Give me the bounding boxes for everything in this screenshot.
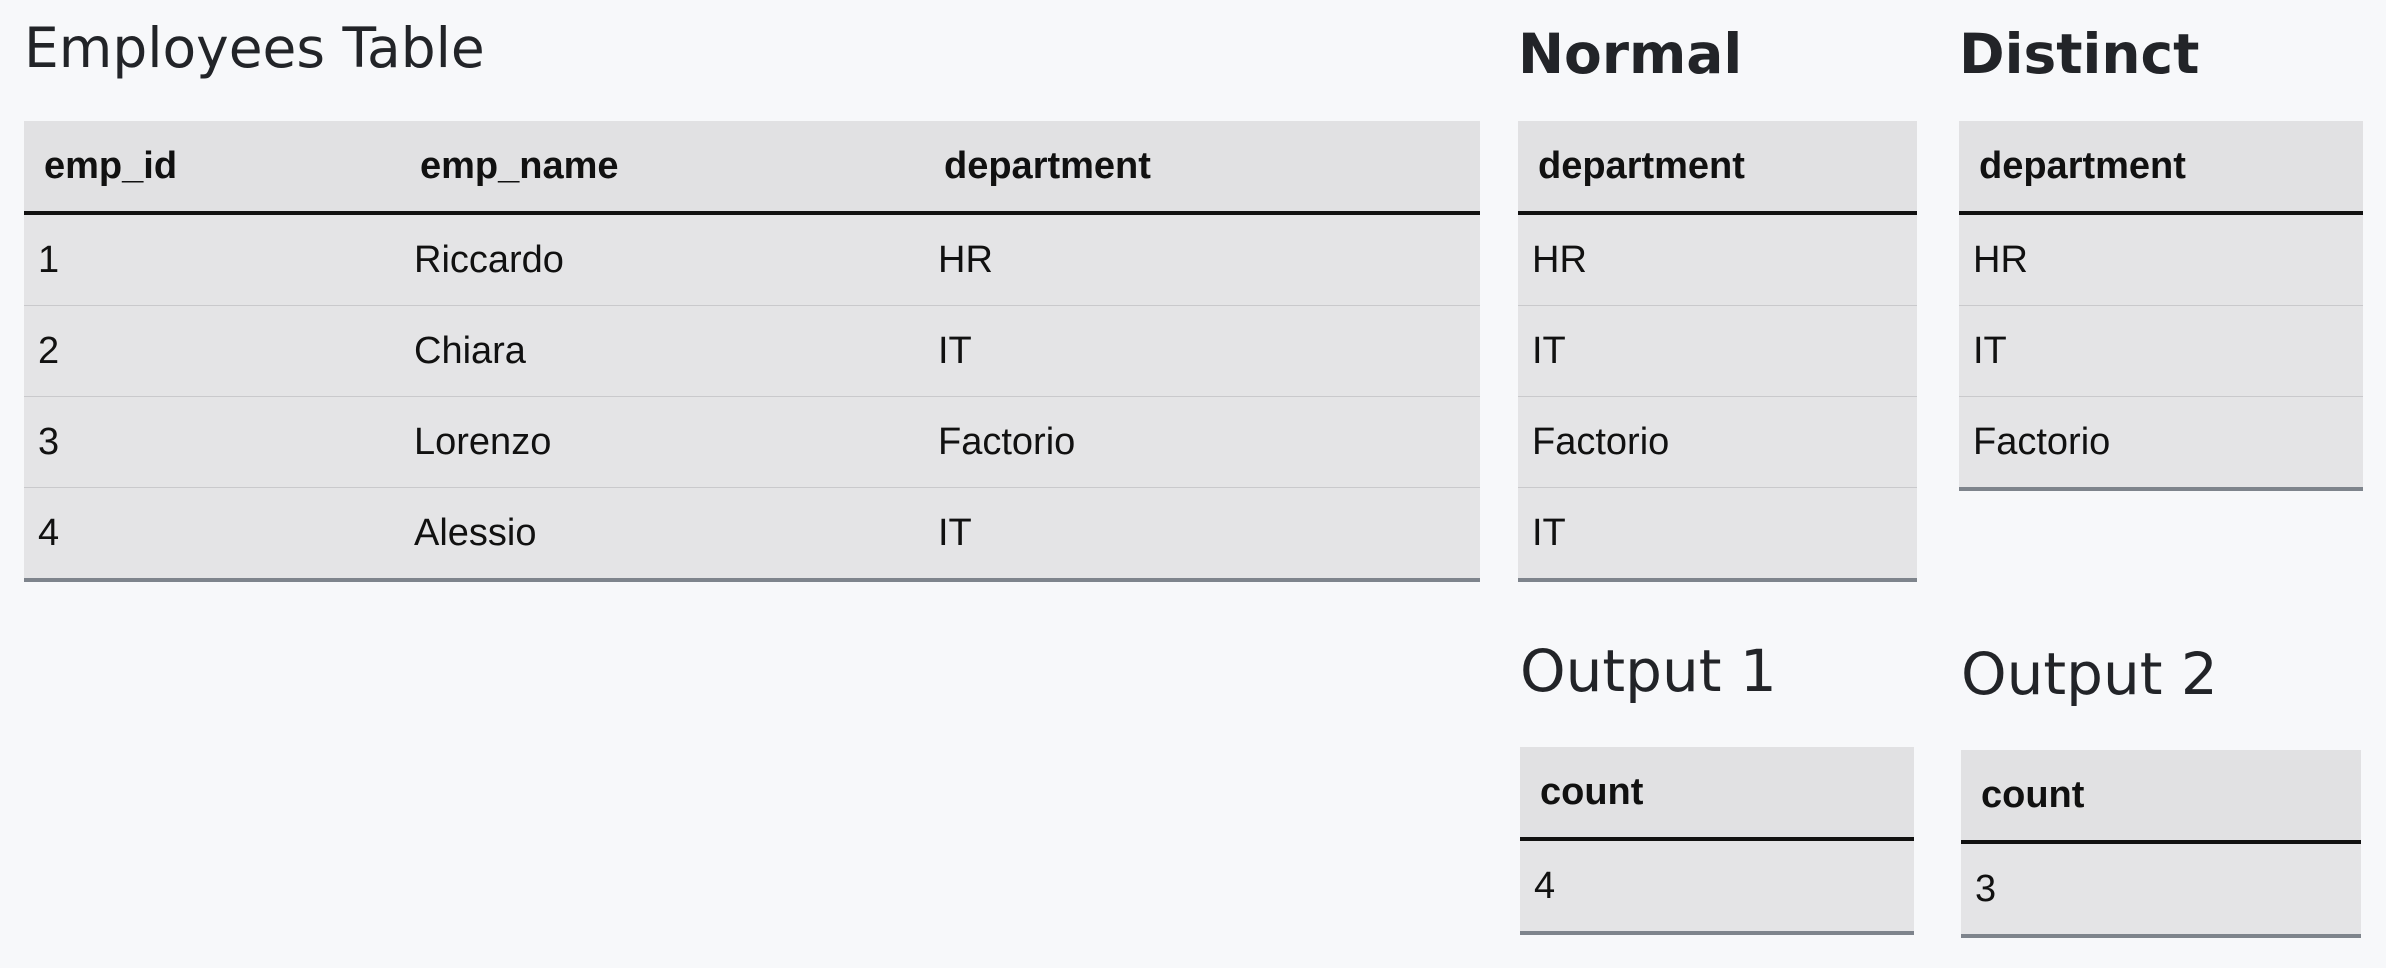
table-row: 3 Lorenzo Factorio — [24, 396, 1480, 488]
cell-count: 4 — [1534, 864, 1556, 907]
table-row: IT — [1518, 305, 1917, 397]
table-header-row: count — [1520, 747, 1914, 841]
cell-department: IT — [924, 305, 1480, 397]
table-row: 3 — [1961, 842, 2361, 936]
column-header-emp-name: emp_name — [400, 121, 924, 215]
column-header-department: department — [1959, 121, 2363, 215]
column-header-department: department — [1518, 121, 1917, 215]
column-header-department: department — [924, 121, 1480, 215]
cell-department: HR — [1973, 238, 2028, 281]
cell-department: HR — [1532, 238, 1587, 281]
table-header-row: department — [1959, 121, 2363, 215]
table-row: 1 Riccardo HR — [24, 213, 1480, 306]
table-header-row: department — [1518, 121, 1917, 215]
cell-department: IT — [1518, 305, 1917, 397]
cell-department: Factorio — [1959, 396, 2363, 489]
cell-department: Factorio — [924, 396, 1480, 488]
table-row: IT — [1518, 487, 1917, 580]
cell-emp-id: 3 — [24, 396, 400, 488]
table-header-row: emp_id emp_name department — [24, 121, 1480, 215]
cell-emp-name: Riccardo — [414, 238, 564, 281]
table-row: HR — [1518, 213, 1917, 306]
cell-emp-name: Lorenzo — [400, 396, 924, 488]
cell-department: IT — [924, 487, 1480, 580]
cell-department: HR — [938, 238, 993, 281]
cell-emp-id: 4 — [24, 487, 400, 580]
cell-emp-id: 2 — [24, 305, 400, 397]
table-row: Factorio — [1518, 396, 1917, 488]
cell-emp-id: 1 — [38, 238, 60, 281]
output-2-title: Output 2 — [1961, 640, 2218, 708]
table-row: 4 — [1520, 839, 1914, 933]
output-1-table: count 4 — [1520, 747, 1914, 935]
normal-table-title: Normal — [1518, 22, 1743, 86]
output-1-title: Output 1 — [1520, 637, 1777, 705]
normal-table: department HR IT Factorio IT — [1518, 121, 1917, 582]
column-header-count: count — [1520, 747, 1914, 841]
table-row: HR — [1959, 213, 2363, 306]
distinct-table: department HR IT Factorio — [1959, 121, 2363, 491]
table-row: 4 Alessio IT — [24, 487, 1480, 580]
distinct-table-title: Distinct — [1959, 22, 2200, 86]
employees-table-title: Employees Table — [24, 16, 485, 80]
employees-table: emp_id emp_name department 1 Riccardo HR… — [24, 121, 1480, 582]
output-2-table: count 3 — [1961, 750, 2361, 938]
cell-emp-name: Chiara — [400, 305, 924, 397]
table-row: IT — [1959, 305, 2363, 397]
cell-department: IT — [1959, 305, 2363, 397]
cell-emp-name: Alessio — [400, 487, 924, 580]
column-header-count: count — [1961, 750, 2361, 844]
cell-department: Factorio — [1518, 396, 1917, 488]
table-row: Factorio — [1959, 396, 2363, 489]
cell-department: IT — [1518, 487, 1917, 580]
table-row: 2 Chiara IT — [24, 305, 1480, 397]
table-header-row: count — [1961, 750, 2361, 844]
column-header-emp-id: emp_id — [24, 121, 400, 215]
cell-count: 3 — [1975, 867, 1997, 910]
